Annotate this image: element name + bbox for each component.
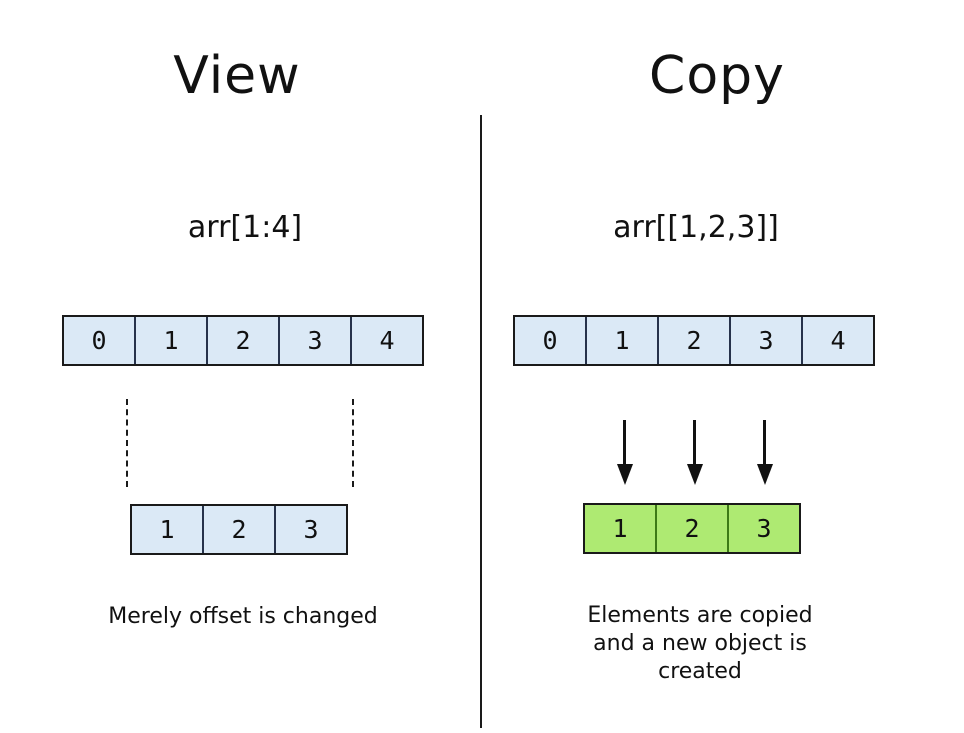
copy-caption-line: and a new object is — [593, 631, 807, 656]
down-arrow-icon — [693, 420, 696, 466]
copy-caption-line: Elements are copied — [587, 603, 813, 628]
array-cell: 3 — [274, 506, 346, 553]
copy-panel-title: Copy — [649, 46, 785, 106]
copy-result-array: 1 2 3 — [583, 503, 801, 554]
copy-source-array: 0 1 2 3 4 — [513, 315, 875, 366]
array-cell: 3 — [727, 505, 799, 552]
view-panel-title: View — [173, 46, 301, 106]
array-cell: 3 — [729, 317, 801, 364]
array-cell: 4 — [350, 317, 422, 364]
array-cell: 0 — [515, 317, 585, 364]
view-expression-label: arr[1:4] — [187, 210, 303, 245]
array-cell: 4 — [801, 317, 873, 364]
copy-caption: Elements are copied and a new object is … — [480, 602, 920, 686]
copy-caption-line: created — [658, 659, 742, 684]
array-cell: 0 — [64, 317, 134, 364]
array-cell: 2 — [206, 317, 278, 364]
array-cell: 2 — [655, 505, 727, 552]
array-cell: 1 — [134, 317, 206, 364]
view-caption: Merely offset is changed — [108, 604, 378, 629]
down-arrow-icon — [623, 420, 626, 466]
array-cell: 2 — [202, 506, 274, 553]
array-cell: 1 — [132, 506, 202, 553]
slice-boundary-dashed-line — [126, 399, 128, 487]
panel-divider-line — [480, 115, 482, 728]
array-cell: 2 — [657, 317, 729, 364]
slice-boundary-dashed-line — [352, 399, 354, 487]
down-arrow-icon — [763, 420, 766, 466]
array-cell: 3 — [278, 317, 350, 364]
array-cell: 1 — [585, 505, 655, 552]
array-cell: 1 — [585, 317, 657, 364]
copy-expression-label: arr[[1,2,3]] — [613, 210, 779, 245]
view-source-array: 0 1 2 3 4 — [62, 315, 424, 366]
view-result-array: 1 2 3 — [130, 504, 348, 555]
